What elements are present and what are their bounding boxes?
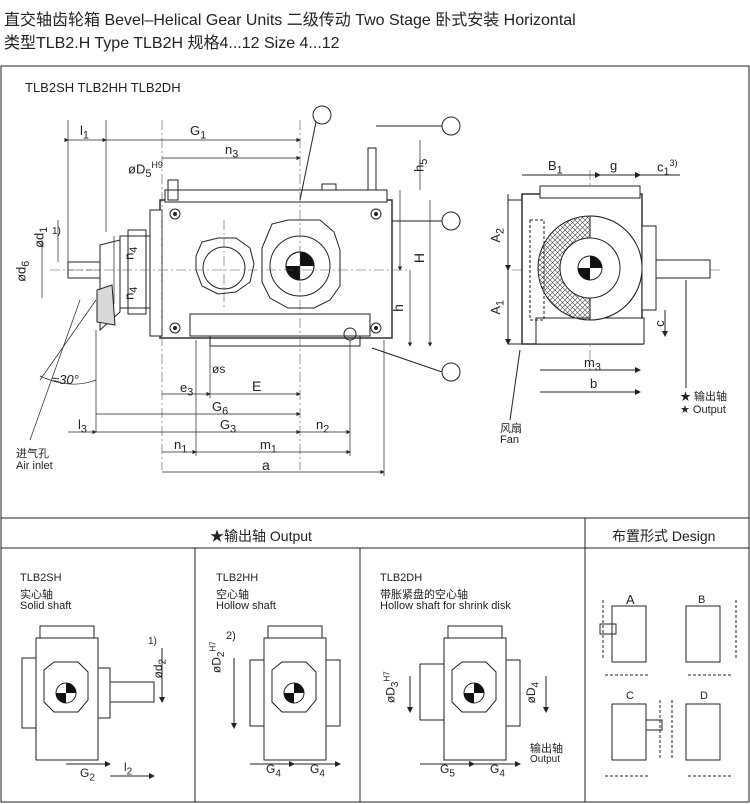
shrink-disk-view — [407, 625, 549, 767]
output-cn: ★ 输出轴 — [680, 391, 728, 403]
dim-angle: ≈30° — [52, 372, 79, 387]
hollow-cn: 空心轴 — [216, 589, 249, 601]
dim-n4-lower: n4 — [121, 286, 140, 300]
dim-B1: B1 — [548, 158, 563, 177]
side-view — [505, 172, 711, 421]
dim-A2: A2 — [488, 227, 507, 243]
dim-D4: øD4 — [524, 681, 542, 704]
solid-note: 1) — [148, 636, 157, 647]
dim-m3: m3 — [584, 355, 601, 374]
dim-E: E — [252, 378, 262, 394]
dim-G6: G6 — [212, 399, 229, 418]
dim-l3: l3 — [78, 417, 87, 436]
design-diagrams — [599, 600, 737, 777]
design-section-title: 布置形式 Design — [612, 528, 716, 544]
outer-frame — [0, 65, 750, 803]
dim-d1-note: 1) — [52, 226, 61, 237]
dim-d2: ød2 — [151, 658, 169, 679]
dim-D3: øD3H7 — [382, 671, 402, 704]
dim-c1: c13) — [657, 158, 678, 178]
dim-D2: øD2H7 — [208, 641, 228, 674]
hollow-type: TLB2HH — [216, 572, 259, 584]
dim-d1: ød1 — [31, 226, 50, 248]
output-en: ★ Output — [680, 404, 726, 416]
dim-e3: e3 — [180, 380, 194, 399]
hollow-note: 2) — [226, 630, 236, 642]
dim-G3: G3 — [220, 417, 237, 436]
dim-d6: ød6 — [13, 260, 32, 282]
front-symbols — [299, 105, 461, 382]
dim-n1: n1 — [174, 437, 188, 456]
air-inlet-cn: 进气孔 — [16, 448, 49, 460]
air-inlet-en: Air inlet — [16, 460, 53, 472]
dim-m1: m1 — [260, 437, 277, 456]
dim-l2: l2 — [124, 760, 133, 778]
page-subtitle: 类型TLB2.H Type TLB2H 规格4...12 Size 4...12 — [4, 35, 340, 52]
dim-G2: G2 — [80, 766, 95, 784]
design-D: D — [700, 690, 708, 702]
dim-h5: h5 — [411, 158, 430, 172]
dim-D5: øD5H9 — [128, 160, 163, 180]
solid-shaft-view — [21, 625, 165, 779]
design-C: C — [626, 690, 634, 702]
shrink-output-cn: 输出轴 — [530, 743, 563, 755]
dim-a: a — [262, 457, 270, 473]
dim-g: g — [610, 158, 618, 173]
dim-c: c — [651, 320, 667, 327]
dim-G4-left: G4 — [266, 762, 281, 780]
dim-l1: l1 — [80, 123, 89, 142]
shrink-cn: 带胀紧盘的空心轴 — [380, 589, 468, 601]
types-label: TLB2SH TLB2HH TLB2DH — [25, 80, 181, 95]
shrink-output-en: Output — [530, 754, 561, 765]
solid-en: Solid shaft — [20, 600, 72, 612]
solid-cn: 实心轴 — [20, 589, 53, 601]
page-title: 直交轴齿轮箱 Bevel–Helical Gear Units 二级传动 Two… — [4, 12, 576, 29]
front-view — [67, 147, 393, 347]
dim-A1: A1 — [488, 299, 507, 315]
solid-type: TLB2SH — [20, 572, 62, 584]
dimension-lines — [29, 120, 433, 476]
dim-H: H — [411, 252, 428, 264]
dim-G4-right: G4 — [310, 762, 325, 780]
design-B: B — [698, 594, 706, 606]
shrink-en: Hollow shaft for shrink disk — [380, 600, 511, 612]
dim-G1: G1 — [190, 123, 207, 142]
design-A: A — [626, 592, 635, 607]
fan-en: Fan — [500, 434, 519, 446]
output-section-title: ★输出轴 Output — [210, 528, 312, 544]
fan-cn: 风扇 — [500, 423, 522, 435]
dim-n3: n3 — [225, 142, 239, 161]
dim-n2: n2 — [316, 417, 330, 436]
dim-G4: G4 — [490, 762, 505, 780]
dim-n4-upper: n4 — [121, 246, 140, 260]
dim-h: h — [389, 304, 406, 312]
shrink-type: TLB2DH — [380, 572, 423, 584]
dim-s: øs — [212, 362, 226, 376]
dim-b: b — [590, 376, 598, 391]
hollow-shaft-view — [231, 625, 341, 767]
dim-G5: G5 — [440, 762, 455, 780]
hollow-en: Hollow shaft — [216, 600, 276, 612]
